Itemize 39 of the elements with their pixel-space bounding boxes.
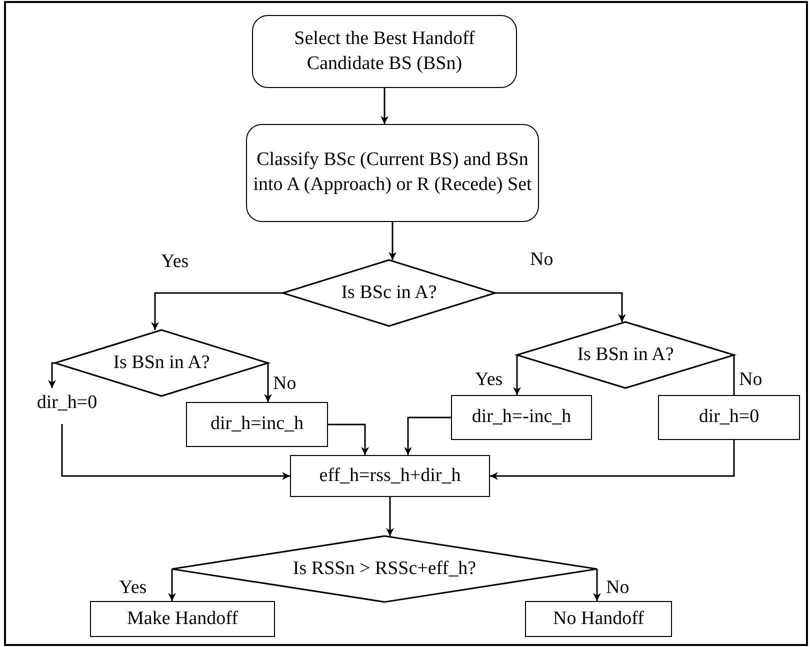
arrow [490,440,735,480]
decision-diamond [55,330,268,396]
arrow [593,569,601,601]
arrow [264,363,272,402]
formula-text: dir_h=0 [22,388,112,418]
node-text: eff_h=rss_h+dir_h [319,464,461,488]
node-text: dir_h=0 [698,405,760,430]
node-text: Is BSn in A? [577,342,674,367]
node-text: Is BSc in A? [341,280,437,305]
arrow [513,355,521,395]
arrow [151,292,283,330]
arrow [404,416,451,455]
process-box [186,402,328,447]
decision-diamond [172,536,597,602]
decision-diamond [517,322,734,388]
process-box [451,395,592,440]
arrow [61,424,290,480]
process-box [658,395,800,440]
arrow [380,88,388,124]
node-text: Classify BSc (Current BS) and BSn into A (Approach) or R (Recede) Set [253,148,532,197]
arrow [386,497,394,536]
process-box [290,455,490,497]
process-box [252,15,517,88]
arrow [495,292,626,322]
node-text: Select the Best Handoff Candidate BS (BSn) [293,26,476,76]
arrow [328,424,369,455]
process-box [246,124,539,222]
arrow [388,222,396,260]
node-text: No Handoff [553,606,644,631]
node-text: dir_h=-inc_h [472,405,572,430]
decision-diamond [283,260,495,326]
arrow [168,569,176,601]
process-box [90,601,275,637]
process-box [525,601,672,637]
node-text: Make Handoff [127,606,238,631]
node-text: dir_h=inc_h [210,412,304,436]
node-text: Is BSn in A? [113,350,210,375]
node-text: Is RSSn > RSSc+eff_h? [292,556,476,581]
arrow [48,362,56,388]
